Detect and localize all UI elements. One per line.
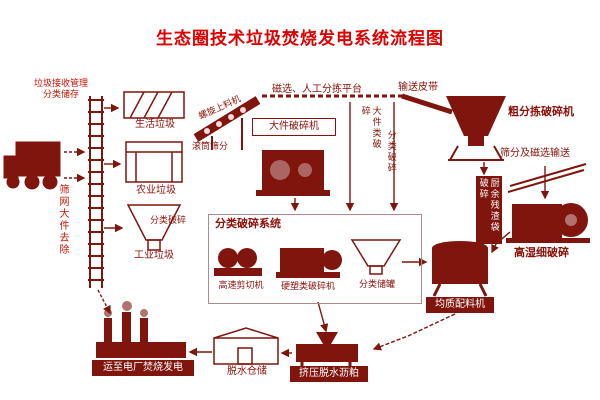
flow-arrows [64, 102, 550, 358]
press-dewater-label: 挤压脱水沥粕 [290, 366, 368, 382]
screen-conveyor-icon [507, 163, 587, 193]
magnetic-platform-label: 磁选、人工分拣平台 [272, 84, 362, 95]
crushing-system-box [208, 214, 422, 304]
coarse-crusher-label: 粗分拣破碎机 [508, 106, 574, 118]
large-crusher-label: 大件破碎机 [252, 118, 336, 136]
belt-conveyor-label: 输送皮带 [398, 82, 438, 93]
homogenizer-icon [432, 241, 488, 297]
drum-screen-label: 滚筒筛分 [192, 141, 229, 151]
ladder-conveyor-icon [88, 96, 104, 288]
wet-fine-crusher-label: 高湿细破碎 [514, 247, 569, 259]
dewater-storage-label: 脱水仓储 [227, 366, 267, 377]
power-plant-label: 运至电厂焚烧发电 [92, 360, 194, 376]
industrial-waste-funnel-icon [126, 204, 182, 251]
screen-magnetic-label: 筛分及磁选输送 [500, 148, 570, 159]
household-waste-bin-icon [123, 91, 185, 119]
classify-crush-label: 分类破碎 [386, 130, 397, 174]
power-plant-icon [96, 301, 186, 358]
storage-tank-icon [350, 239, 402, 275]
receive-label: 垃圾接收管理 分类储存 [24, 78, 98, 100]
truck-icon [3, 141, 61, 190]
crush-system-label: 分类破碎系统 [215, 218, 281, 230]
receive-label-line2: 分类储存 [42, 88, 79, 99]
plastic-crusher-label: 硬塑类破碎机 [280, 281, 335, 291]
bulky-crusher-icon [256, 150, 330, 196]
household-waste-label: 生活垃圾 [135, 119, 175, 130]
agricultural-waste-label: 农业垃圾 [136, 185, 176, 196]
diagram-title: 生态圈技术垃圾焚烧发电系统流程图 [156, 29, 444, 48]
agricultural-waste-machine-icon [125, 141, 183, 183]
dewater-warehouse-icon [213, 327, 279, 365]
large-class-crush-label: 大件类破碎 [360, 106, 382, 150]
belt-conveyor-icon [401, 93, 453, 115]
shear-machine-icon [214, 248, 262, 276]
kitchen-residue-label: 厨余残渣袋破碎 [476, 176, 502, 244]
wet-fine-crusher-icon [506, 203, 590, 243]
homogenizer-label: 均质配料机 [426, 297, 494, 313]
receive-label-line1: 垃圾接收管理 [33, 78, 88, 88]
shear-machine-label: 高速剪切机 [218, 280, 264, 290]
coarse-crusher-icon [446, 96, 506, 161]
classify-crush-small-label: 分类破碎 [150, 215, 187, 225]
screen-removal-label: 筛网大件去除 [57, 184, 68, 256]
press-machine-icon [296, 332, 358, 368]
screw-feeder-icon [193, 96, 261, 150]
storage-tank-label: 分类储罐 [358, 279, 395, 289]
plastic-crusher-icon [276, 248, 342, 278]
industrial-waste-label: 工业垃圾 [134, 250, 174, 261]
